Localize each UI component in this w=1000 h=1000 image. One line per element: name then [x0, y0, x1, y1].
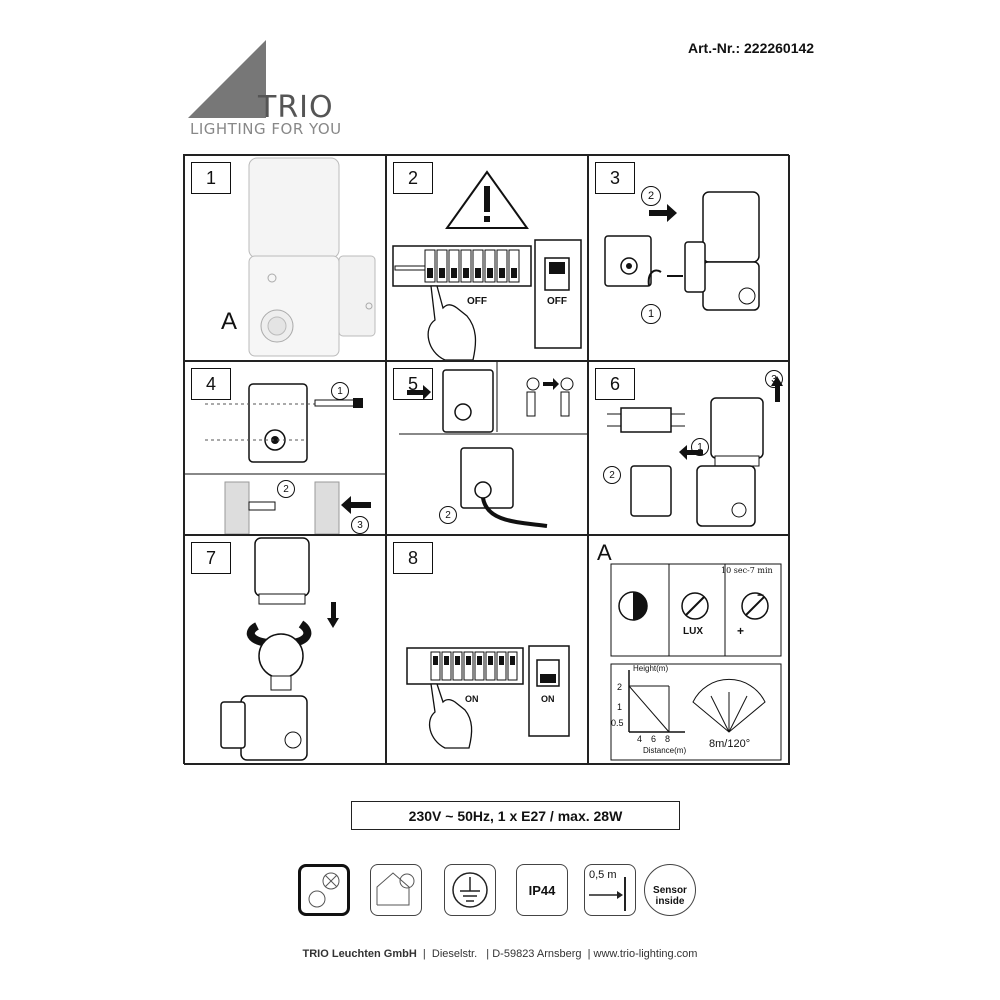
instruction-grid: 1 A 2 — [183, 154, 790, 765]
distance-axis-label: Distance(m) — [643, 746, 687, 755]
lamp-body-icon — [684, 191, 760, 311]
step-4-panel: 4 1 2 3 — [184, 361, 386, 535]
protection-class-icon — [298, 864, 350, 916]
step-number: 2 — [393, 162, 433, 194]
sensor-settings-panel: A 10 sec-7 min LUX + − Height( — [588, 535, 790, 765]
screw-icon — [647, 269, 683, 287]
fuse-panel-icon — [406, 647, 524, 685]
lamp-shade-icon — [254, 537, 310, 605]
warning-icon — [445, 170, 529, 229]
y-tick: 1 — [617, 702, 623, 712]
logo-brand: TRIO — [258, 90, 334, 125]
detection-range-chart — [628, 670, 685, 733]
earth-ground-icon — [444, 864, 496, 916]
step-number: 8 — [393, 542, 433, 574]
panel-label: A — [597, 540, 612, 565]
step-7-panel: 7 — [184, 535, 386, 765]
callout-2: 2 — [277, 480, 295, 498]
ip-rating-icon: IP44 — [516, 864, 568, 916]
mounting-box-icon — [248, 383, 308, 463]
min-distance-text: 0,5 m — [589, 869, 617, 881]
arrow-left-icon — [341, 496, 371, 514]
step-6-panel: 6 3 1 2 — [588, 361, 790, 535]
lamp-base-icon — [630, 465, 756, 527]
range-label: 8m/120° — [709, 738, 751, 750]
timer-range-label: 10 sec-7 min — [721, 566, 773, 575]
footer-web[interactable]: www.trio-lighting.com — [593, 948, 698, 960]
hand-icon — [428, 683, 473, 749]
y-tick: 2 — [617, 682, 623, 692]
sensor-text: Sensor — [653, 885, 687, 896]
cable-gland-icon — [526, 377, 574, 417]
fuse-on-label: ON — [465, 694, 479, 704]
callout-2: 2 — [641, 186, 661, 206]
callout-3: 3 — [765, 370, 783, 388]
lux-dial-icon — [681, 592, 709, 620]
spec-line: 230V ~ 50Hz, 1 x E27 / max. 28W — [351, 801, 680, 830]
lamp-base-icon — [220, 695, 308, 761]
y-tick: 0.5 — [611, 718, 624, 728]
lux-label: LUX — [683, 626, 703, 637]
wall-texture-icon — [224, 481, 340, 534]
height-axis-label: Height(m) — [633, 664, 669, 673]
sensitivity-dial-icon — [618, 591, 648, 621]
footer-city: D-59823 Arnsberg — [492, 948, 582, 960]
callout-1: 1 — [641, 304, 661, 324]
fuse-panel-icon — [392, 245, 532, 287]
detail-label: A — [221, 308, 238, 335]
step-8-panel: 8 — [386, 535, 588, 765]
x-tick: 8 — [665, 734, 671, 744]
switch-off-label: OFF — [547, 296, 567, 307]
step-number: 6 — [595, 368, 635, 400]
switch-on-label: ON — [541, 694, 555, 704]
light-bulb-icon — [258, 633, 304, 691]
mounting-box-icon — [460, 447, 548, 528]
hand-icon — [427, 285, 477, 360]
lamp-shade-icon — [710, 397, 764, 467]
led-bulb-icon — [370, 864, 422, 916]
drill-icon — [314, 398, 363, 408]
logo-triangle-icon — [188, 40, 266, 118]
article-number: Art.-Nr.: 222260142 — [688, 40, 815, 56]
footer: TRIO Leuchten GmbH | Dieselstr. | D-5982… — [302, 948, 698, 960]
mounting-box-icon — [604, 235, 652, 287]
step-number: 1 — [191, 162, 231, 194]
callout-2: 2 — [603, 466, 621, 484]
callout-3: 3 — [351, 516, 369, 534]
mounting-box-icon — [442, 369, 494, 433]
dowel-icon — [248, 501, 276, 511]
step-number: 4 — [191, 368, 231, 400]
main-switch-icon — [528, 645, 570, 737]
x-tick: 6 — [651, 734, 657, 744]
inside-text: inside — [655, 896, 685, 907]
fuse-off-label: OFF — [467, 296, 487, 307]
step-number: 7 — [191, 542, 231, 574]
footer-company: TRIO Leuchten GmbH — [302, 948, 417, 960]
main-switch-icon — [534, 239, 582, 349]
step-5-panel: 5 2 — [386, 361, 588, 535]
timer-dial-icon — [741, 592, 769, 620]
logo-tagline: LIGHTING FOR YOU — [190, 120, 342, 138]
plus-label: + — [737, 624, 745, 638]
x-tick: 4 — [637, 734, 643, 744]
callout-1: 1 — [691, 438, 709, 456]
step-2-panel: 2 — [386, 155, 588, 361]
step-1-panel: 1 A — [184, 155, 386, 361]
arrow-right-icon — [407, 385, 431, 400]
arrow-down-icon — [327, 602, 339, 628]
arrow-right-icon — [649, 204, 677, 222]
min-distance-icon: 0,5 m — [584, 864, 636, 916]
footer-street: Dieselstr. — [431, 948, 478, 960]
minus-label: − — [757, 588, 765, 602]
sensor-inside-icon: Sensor inside — [644, 864, 696, 916]
arrow-right-icon — [543, 378, 559, 390]
detection-fan-icon — [692, 679, 766, 733]
wall-lamp-illustration — [248, 157, 376, 357]
step-3-panel: 3 2 1 — [588, 155, 790, 361]
callout-2: 2 — [439, 506, 457, 524]
terminal-block-icon — [607, 407, 685, 433]
step-number: 3 — [595, 162, 635, 194]
callout-1: 1 — [331, 382, 349, 400]
